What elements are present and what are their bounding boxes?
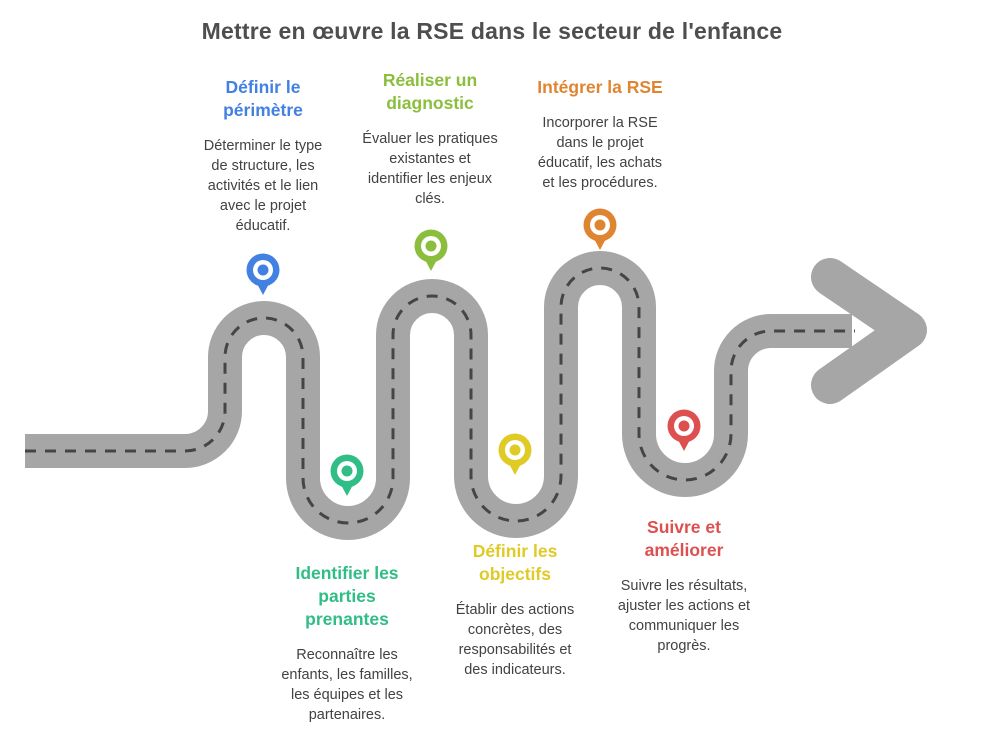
step-title: Réaliser un diagnostic: [382, 70, 478, 113]
step-title: Définir les objectifs: [472, 541, 558, 584]
location-pin-icon: [246, 253, 280, 295]
location-pin-icon: [330, 454, 364, 496]
location-pin-icon: [667, 409, 701, 451]
road-path: [25, 251, 852, 540]
location-pin-icon: [498, 433, 532, 475]
step-definir-perimetre: Définir le périmètre Déterminer le type …: [168, 76, 358, 236]
step-description: Incorporer la RSE dans le projet éducati…: [537, 115, 663, 191]
step-title: Intégrer la RSE: [537, 77, 663, 97]
step-identifier-parties-prenantes: Identifier les parties prenantes Reconna…: [252, 562, 442, 725]
location-pin-icon: [583, 208, 617, 250]
step-integrer-rse: Intégrer la RSE Incorporer la RSE dans l…: [505, 76, 695, 193]
step-definir-objectifs: Définir les objectifs Établir des action…: [420, 540, 610, 680]
step-title: Identifier les parties prenantes: [295, 563, 399, 629]
page-title: Mettre en œuvre la RSE dans le secteur d…: [201, 18, 783, 44]
step-suivre-ameliorer: Suivre et améliorer Suivre les résultats…: [589, 516, 779, 656]
step-title: Suivre et améliorer: [644, 517, 724, 560]
location-pin-icon: [414, 229, 448, 271]
step-title: Définir le périmètre: [223, 77, 303, 120]
step-description: Reconnaître les enfants, les familles, l…: [281, 647, 413, 723]
step-description: Suivre les résultats, ajuster les action…: [617, 578, 751, 654]
step-description: Évaluer les pratiques existantes et iden…: [362, 131, 498, 207]
step-description: Déterminer le type de structure, les act…: [203, 138, 323, 234]
arrow-head-icon: [811, 258, 927, 404]
step-realiser-diagnostic: Réaliser un diagnostic Évaluer les prati…: [335, 69, 525, 209]
step-description: Établir des actions concrètes, des respo…: [455, 602, 575, 678]
road-dash-line: [25, 266, 855, 525]
